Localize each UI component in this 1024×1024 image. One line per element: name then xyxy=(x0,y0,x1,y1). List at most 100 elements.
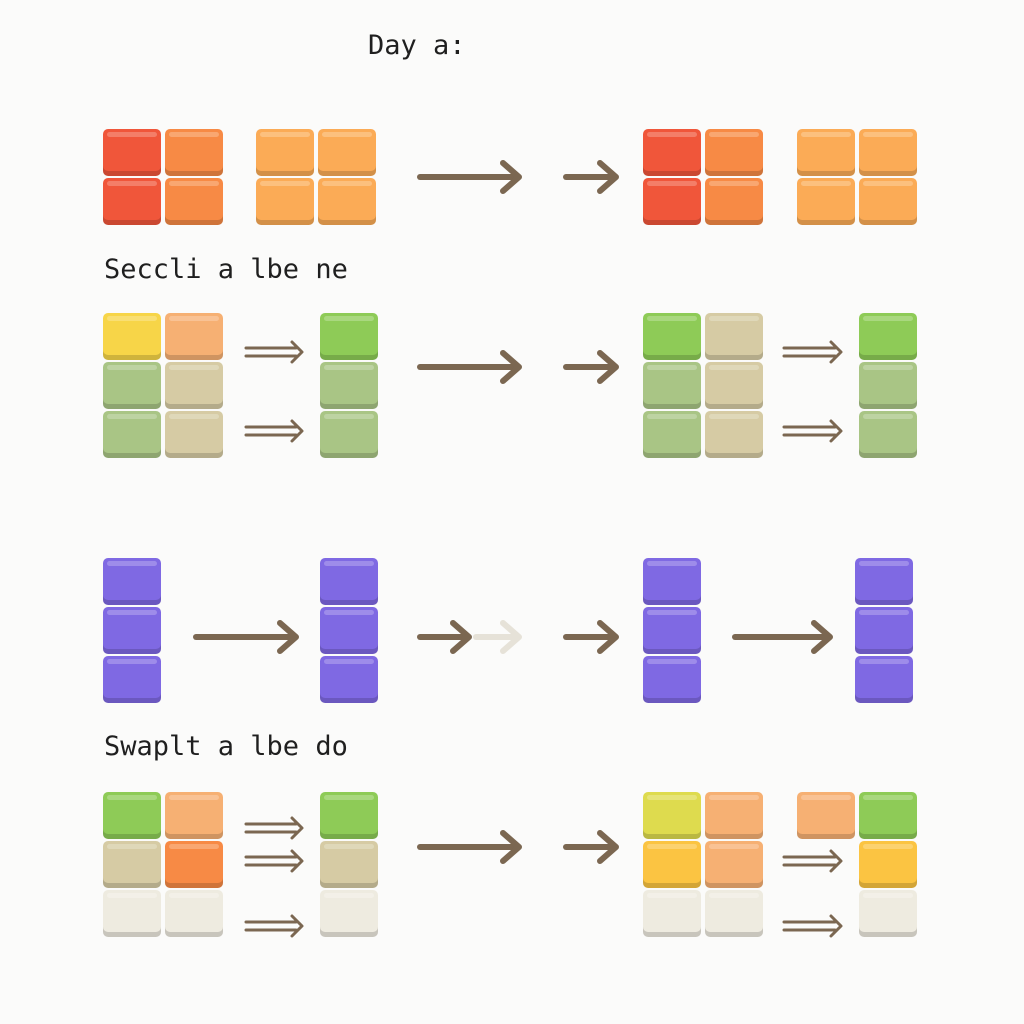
block xyxy=(643,558,701,605)
block-column-purple-1 xyxy=(103,558,161,703)
block xyxy=(256,178,314,225)
block xyxy=(320,558,378,605)
block xyxy=(165,178,223,225)
arrow-right-short xyxy=(563,350,619,384)
block xyxy=(643,129,701,176)
block xyxy=(320,656,378,703)
block-grid-green-1 xyxy=(103,313,223,458)
block xyxy=(855,607,913,654)
block-grid-warm-4 xyxy=(797,129,917,225)
row-swap-blocks xyxy=(103,792,917,937)
block xyxy=(705,313,763,360)
block-column-green-2 xyxy=(859,313,917,458)
block xyxy=(705,129,763,176)
block-grid-swap-2 xyxy=(643,792,763,937)
block xyxy=(797,129,855,176)
block xyxy=(859,411,917,458)
block xyxy=(705,841,763,888)
block-grid-swap-3 xyxy=(797,792,917,937)
block xyxy=(859,178,917,225)
block xyxy=(165,129,223,176)
double-arrow xyxy=(244,816,304,840)
block xyxy=(256,129,314,176)
arrow-right xyxy=(417,830,522,864)
block xyxy=(859,890,917,937)
block xyxy=(643,890,701,937)
block xyxy=(320,362,378,409)
block xyxy=(103,841,161,888)
block xyxy=(103,362,161,409)
block xyxy=(859,313,917,360)
block-grid-swap-1 xyxy=(103,792,223,937)
block xyxy=(643,178,701,225)
block xyxy=(318,178,376,225)
double-arrow xyxy=(244,419,304,443)
block xyxy=(320,792,378,839)
block xyxy=(103,656,161,703)
block xyxy=(855,558,913,605)
double-arrow xyxy=(782,340,843,364)
block xyxy=(859,362,917,409)
block xyxy=(705,362,763,409)
block xyxy=(165,890,223,937)
block xyxy=(103,558,161,605)
block xyxy=(643,607,701,654)
block-grid-warm-1 xyxy=(103,129,223,225)
block xyxy=(859,841,917,888)
block-column-purple-4 xyxy=(855,558,913,703)
arrow-right-short xyxy=(417,620,472,654)
block-column-swap-1 xyxy=(320,792,378,937)
block xyxy=(705,792,763,839)
double-arrow xyxy=(782,914,843,938)
block xyxy=(705,178,763,225)
block-grid-green-2 xyxy=(643,313,763,458)
block xyxy=(320,313,378,360)
block-groups xyxy=(103,129,917,937)
block xyxy=(103,890,161,937)
block xyxy=(103,792,161,839)
block-column-green-1 xyxy=(320,313,378,458)
block xyxy=(859,792,917,839)
block-grid-warm-2 xyxy=(256,129,376,225)
block xyxy=(320,841,378,888)
block xyxy=(797,792,855,839)
block xyxy=(103,178,161,225)
faded-arrow xyxy=(473,620,522,654)
block xyxy=(643,362,701,409)
block xyxy=(165,362,223,409)
block xyxy=(165,411,223,458)
double-arrow xyxy=(244,340,304,364)
section-label-second: Swaplt a lbe do xyxy=(104,731,348,762)
block xyxy=(855,656,913,703)
block xyxy=(103,607,161,654)
block xyxy=(320,411,378,458)
block xyxy=(643,792,701,839)
block-column-purple-3 xyxy=(643,558,701,703)
block xyxy=(643,656,701,703)
double-arrow xyxy=(782,849,843,873)
double-arrow xyxy=(244,849,304,873)
row-warm-blocks xyxy=(103,129,917,225)
block xyxy=(103,313,161,360)
row-purple-blocks xyxy=(103,558,913,703)
block xyxy=(103,129,161,176)
block xyxy=(320,607,378,654)
arrow-right xyxy=(732,620,833,654)
arrow-right xyxy=(417,350,522,384)
arrow-right xyxy=(193,620,299,654)
block xyxy=(797,178,855,225)
block xyxy=(705,890,763,937)
block xyxy=(705,411,763,458)
block-grid-warm-3 xyxy=(643,129,763,225)
block xyxy=(103,411,161,458)
section-label-first: Seccli a lbe ne xyxy=(104,254,348,285)
double-arrow xyxy=(782,419,843,443)
block xyxy=(320,890,378,937)
block xyxy=(165,313,223,360)
arrow-right-short xyxy=(563,620,619,654)
block-column-purple-2 xyxy=(320,558,378,703)
arrow-right-short xyxy=(563,830,619,864)
arrow-right xyxy=(417,160,522,194)
page-title: Day a: xyxy=(368,30,466,61)
